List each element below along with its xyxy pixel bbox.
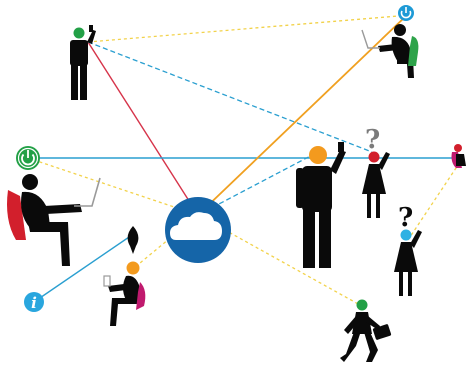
laptop-icon	[74, 177, 101, 207]
info-icon	[24, 292, 44, 312]
cloud-hub[interactable]	[165, 197, 231, 263]
seat-magenta	[136, 282, 146, 310]
seat-red	[7, 190, 26, 240]
laptop-icon	[103, 275, 111, 287]
head-red	[368, 151, 380, 163]
head-green	[73, 27, 85, 39]
line-cloud-to-top-laptop	[197, 15, 407, 216]
line-question-woman-to-edge	[407, 164, 459, 241]
question-icon: ?	[365, 125, 380, 155]
info-label: i	[31, 294, 37, 312]
head-red	[454, 144, 462, 152]
head-cyan	[400, 229, 412, 241]
head-orange	[309, 146, 327, 164]
person-question-2[interactable]: ?	[394, 203, 422, 296]
line-phone-man-to-cloud	[87, 41, 199, 216]
phone-icon	[338, 142, 344, 152]
person-edge-right[interactable]	[451, 144, 467, 168]
person-laptop-left[interactable]	[7, 146, 101, 266]
head-green	[356, 299, 368, 311]
briefcase-icon	[372, 324, 392, 340]
person-phone-top-left[interactable]	[70, 25, 96, 100]
connections	[27, 15, 460, 306]
person-seated-pin[interactable]	[103, 226, 146, 326]
head-black	[394, 24, 406, 36]
line-phone-man-to-top-laptop	[87, 15, 399, 43]
head-black	[22, 174, 38, 190]
cloud-icon	[170, 212, 222, 240]
line-phone-man-to-question-woman	[87, 41, 373, 153]
line-info-to-pin	[33, 234, 133, 303]
person-laptop-top-right[interactable]	[361, 5, 419, 78]
person-question-1[interactable]: ?	[362, 125, 390, 218]
laptop-icon	[361, 29, 380, 49]
seat-green	[408, 36, 419, 66]
pin-icon	[127, 226, 139, 254]
person-phone-tall[interactable]	[296, 142, 346, 268]
info-button[interactable]: i	[24, 292, 44, 312]
question-icon: ?	[398, 203, 413, 233]
phone-icon	[89, 25, 93, 32]
line-cloud-to-tall-man	[197, 151, 319, 216]
person-walking[interactable]	[340, 299, 392, 363]
head-orange	[126, 261, 140, 275]
